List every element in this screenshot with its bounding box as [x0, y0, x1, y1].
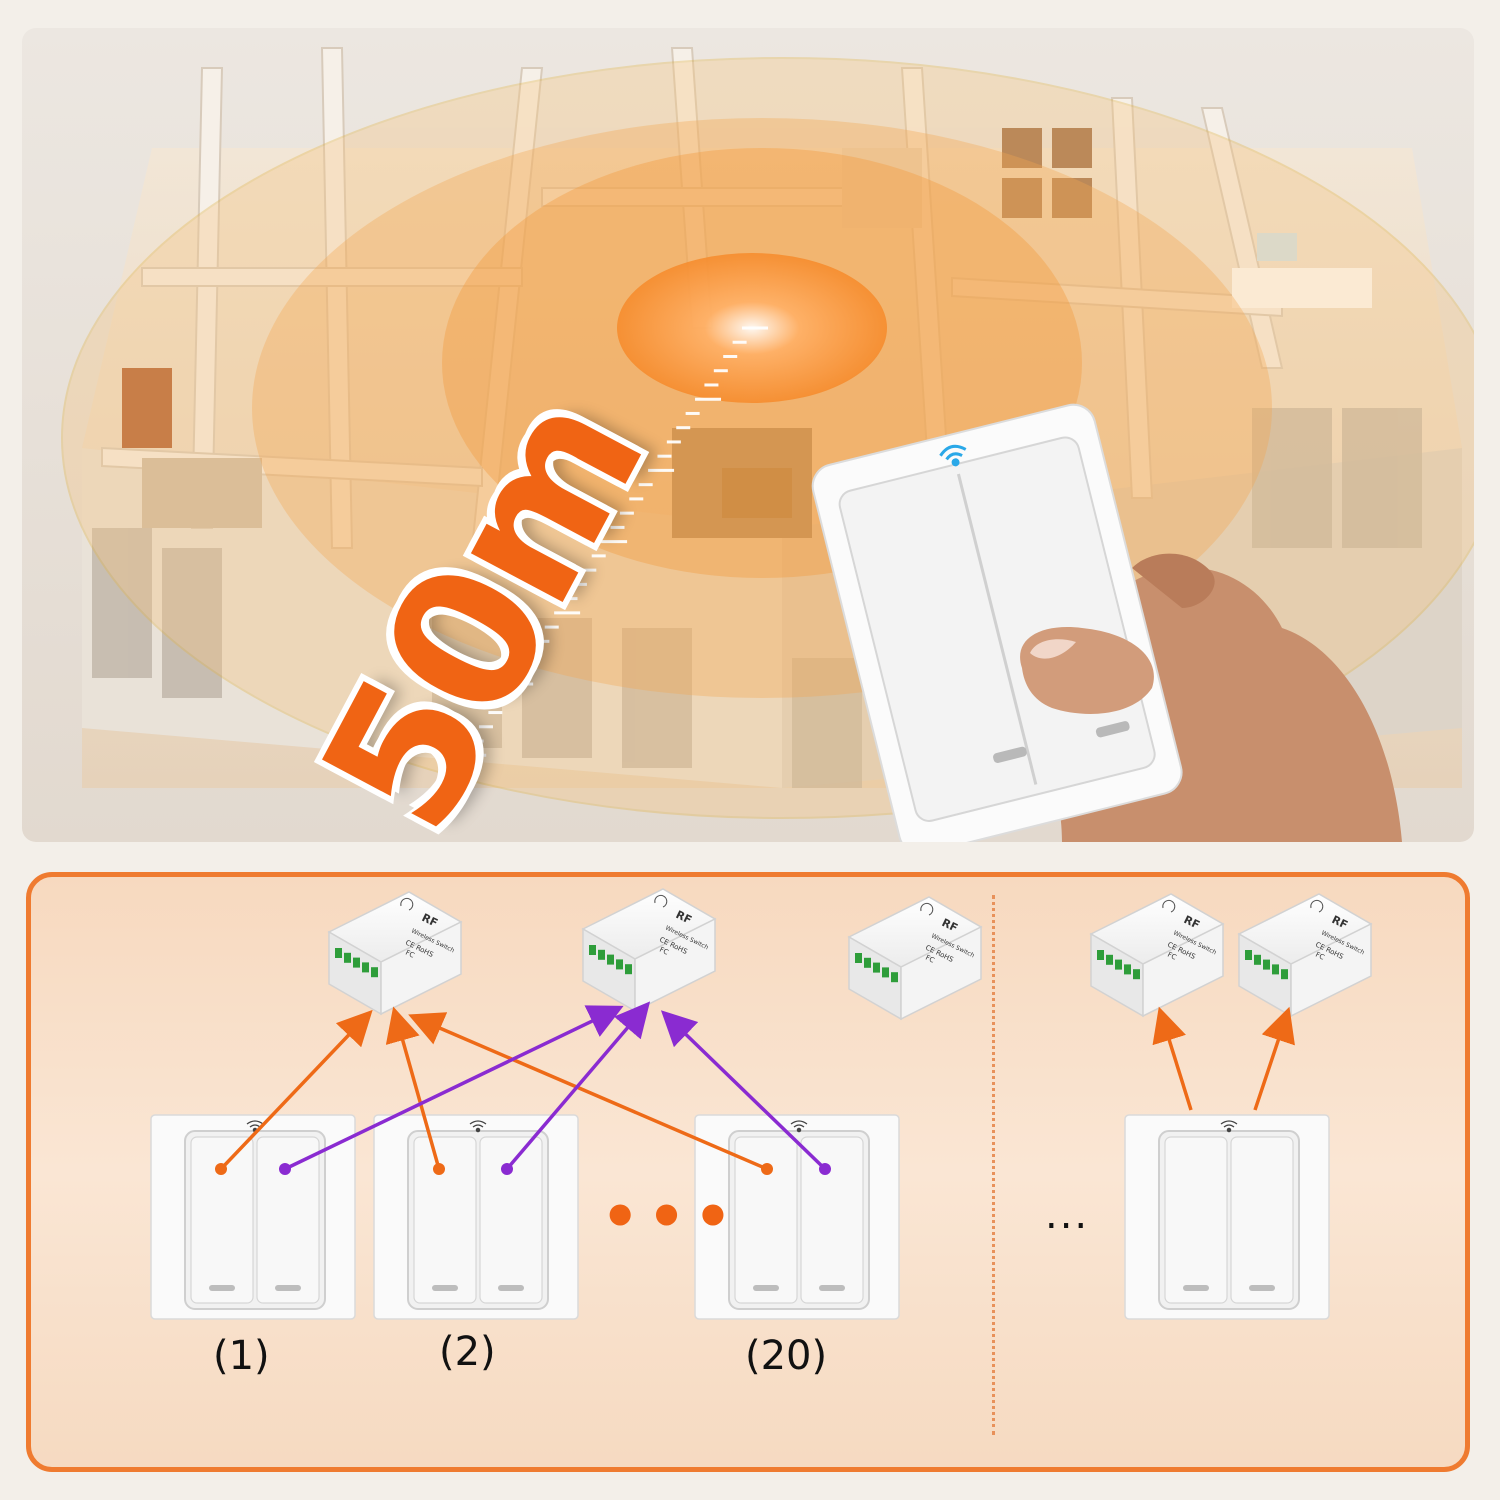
pairing-arrow	[660, 1010, 827, 1171]
pairing-arrow	[284, 1005, 624, 1171]
indicator-light	[819, 1285, 845, 1291]
more-switches-ellipsis: •••	[601, 1182, 741, 1252]
indicator-light	[432, 1285, 458, 1291]
wifi-icon	[790, 1120, 808, 1133]
terminal-block	[607, 954, 614, 965]
terminal-block	[335, 948, 342, 958]
pairing-arrow	[1152, 1006, 1193, 1111]
indicator-light	[209, 1285, 235, 1291]
switch-label-1: (1)	[213, 1333, 270, 1379]
module-brand-text: RF	[940, 916, 960, 935]
pairing-point	[215, 1163, 227, 1175]
handheld-remote	[811, 403, 1402, 842]
terminal-block	[625, 964, 632, 975]
terminal-block	[864, 957, 871, 968]
terminal-block	[371, 967, 378, 978]
pairing-arrow	[385, 1006, 441, 1170]
more-ellipsis: ...	[1045, 1192, 1090, 1238]
wifi-icon	[469, 1120, 487, 1133]
switch-left-button[interactable]	[413, 1136, 477, 1304]
power-symbol-icon	[1310, 899, 1324, 913]
terminal-block	[1245, 950, 1252, 960]
terminal-block	[1097, 950, 1104, 960]
module-fc-text: FC	[658, 946, 670, 957]
module-brand-text: RF	[674, 908, 694, 927]
terminal-block	[1272, 964, 1279, 975]
pairing-point	[279, 1163, 291, 1175]
module-brand-text: RF	[420, 911, 440, 930]
terminal-block	[353, 957, 360, 968]
module-fc-text: FC	[1166, 951, 1178, 962]
pairing-arrow	[505, 1001, 651, 1171]
wall-switch-remote[interactable]	[373, 1114, 579, 1320]
indicator-light	[1249, 1285, 1275, 1291]
terminal-block	[1133, 969, 1140, 980]
terminal-block	[1115, 959, 1122, 970]
terminal-block	[344, 952, 351, 963]
terminal-block	[362, 962, 369, 973]
wifi-icon	[1220, 1120, 1238, 1133]
terminal-block	[855, 953, 862, 963]
wall-switch-remote[interactable]	[694, 1114, 900, 1320]
terminal-block	[1281, 969, 1288, 980]
switch-right-button[interactable]	[479, 1136, 543, 1304]
indicator-light	[498, 1285, 524, 1291]
terminal-block	[891, 972, 898, 983]
switch-right-button[interactable]	[800, 1136, 864, 1304]
module-brand-text: RF	[1182, 913, 1202, 932]
switch-right-button[interactable]	[256, 1136, 320, 1304]
house-range-scene: 50m	[22, 28, 1474, 842]
module-fc-text: FC	[404, 949, 416, 960]
terminal-block	[1263, 959, 1270, 970]
terminal-block	[598, 949, 605, 960]
switch-label-20: (20)	[745, 1333, 828, 1379]
indicator-light	[753, 1285, 779, 1291]
wall-switch-remote[interactable]	[150, 1114, 356, 1320]
pairing-point	[761, 1163, 773, 1175]
terminal-block	[1254, 954, 1261, 965]
terminal-block	[1124, 964, 1131, 975]
pairing-point	[501, 1163, 513, 1175]
power-symbol-icon	[920, 902, 934, 916]
group-divider	[992, 895, 995, 1435]
pairing-arrow	[219, 1009, 373, 1171]
pairing-point	[819, 1163, 831, 1175]
terminal-block	[589, 945, 596, 955]
power-symbol-icon	[1162, 899, 1176, 913]
module-fc-text: FC	[1314, 951, 1326, 962]
switch-left-button[interactable]	[190, 1136, 254, 1304]
power-symbol-icon	[400, 897, 414, 911]
pairing-point	[433, 1163, 445, 1175]
switch-label-2: (2)	[439, 1329, 496, 1375]
switch-left-button[interactable]	[734, 1136, 798, 1304]
switch-right-button[interactable]	[1230, 1136, 1294, 1304]
indicator-light	[1183, 1285, 1209, 1291]
wall-switch-remote[interactable]	[1124, 1114, 1330, 1320]
terminal-block	[882, 967, 889, 978]
pairing-arrow	[1253, 1006, 1295, 1111]
indicator-light	[275, 1285, 301, 1291]
terminal-block	[616, 959, 623, 970]
terminal-block	[873, 962, 880, 973]
terminal-block	[1106, 954, 1113, 965]
pairing-arrow	[408, 1012, 768, 1171]
power-symbol-icon	[654, 894, 668, 908]
wifi-icon	[939, 444, 967, 467]
module-brand-text: RF	[1330, 913, 1350, 932]
switch-left-button[interactable]	[1164, 1136, 1228, 1304]
module-fc-text: FC	[924, 954, 936, 965]
